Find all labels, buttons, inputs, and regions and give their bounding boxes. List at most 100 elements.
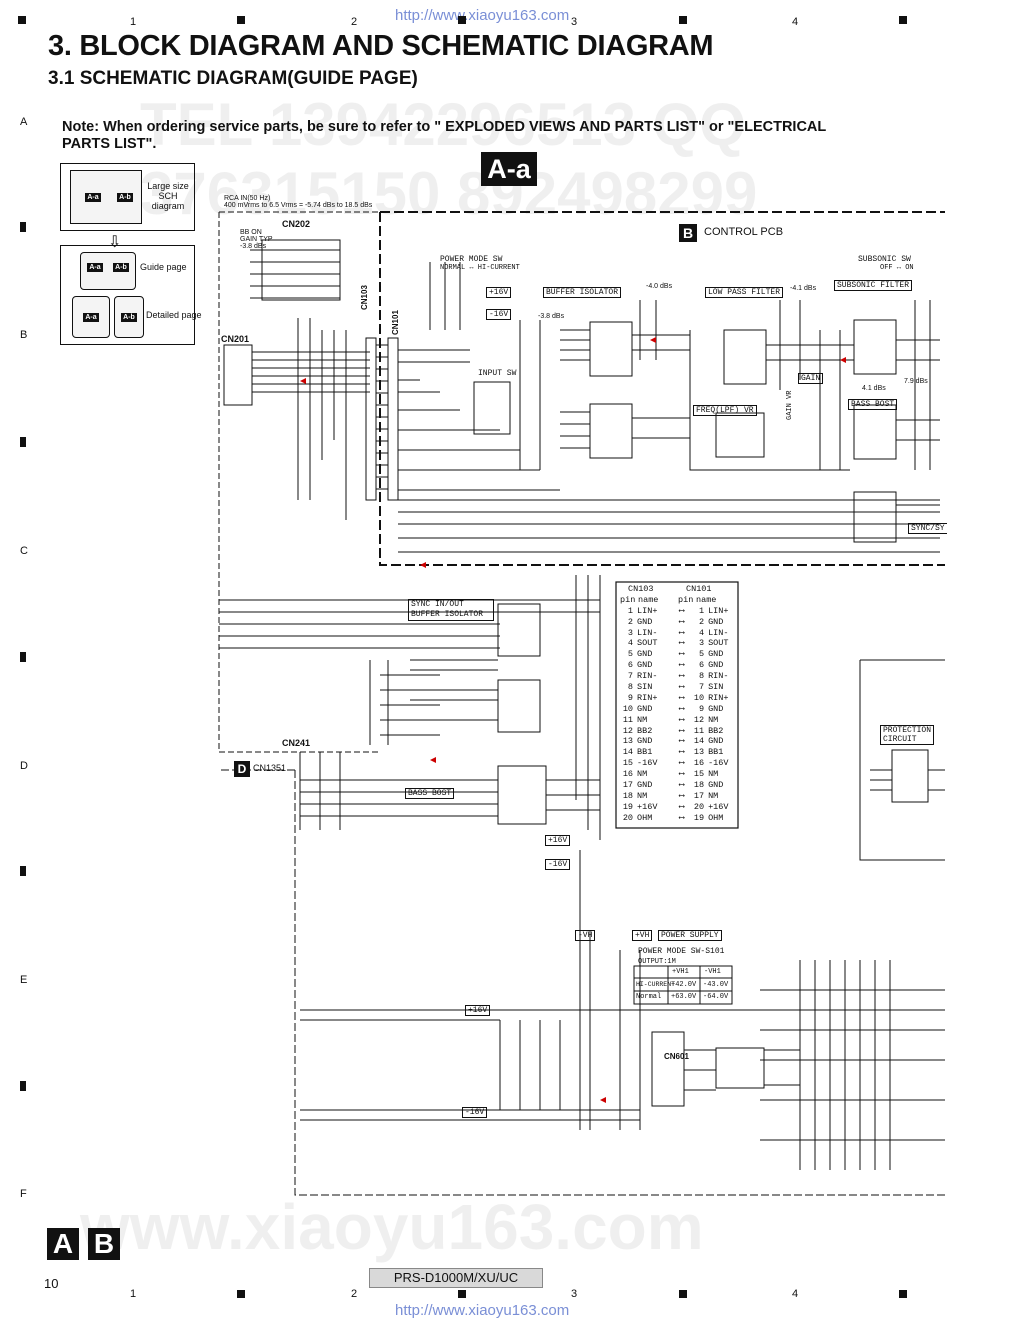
- bidirectional-arrow-icon: ⟷: [679, 703, 685, 714]
- pin-right-name: GND: [708, 780, 724, 791]
- model-number: PRS-D1000M/XU/UC: [369, 1268, 543, 1288]
- tick: [237, 1290, 245, 1298]
- pin-left-name: OHM: [637, 812, 653, 823]
- pin-right-name: BB2: [708, 725, 724, 736]
- tick: [679, 16, 687, 24]
- pin-right-number: 1: [698, 605, 705, 616]
- header-url[interactable]: http://www.xiaoyu163.com: [395, 7, 570, 24]
- pin-left-number: 7: [627, 671, 634, 682]
- col-4-top: 4: [792, 16, 799, 28]
- power-mode-sw-label: POWER MODE SW: [440, 255, 503, 264]
- pin-right-number: 12: [693, 714, 705, 725]
- sync-inout-block: SYNC IN/OUT BUFFER ISOLATOR: [408, 599, 494, 621]
- power-row-hi-mode: HI-CURRENT: [636, 981, 676, 988]
- control-pcb-label: CONTROL PCB: [704, 226, 784, 238]
- tick: [20, 866, 26, 876]
- rail-plus-vh: +VH: [632, 930, 653, 941]
- pin-left-name: RIN-: [637, 671, 658, 682]
- row-a: A: [20, 116, 28, 128]
- pin-right-number: 2: [698, 616, 705, 627]
- pin-right-name: SOUT: [708, 638, 729, 649]
- pin-right-name: SIN: [708, 682, 724, 693]
- bidirectional-arrow-icon: ⟷: [679, 736, 685, 747]
- pin-right-number: 13: [693, 747, 705, 758]
- tick: [458, 16, 466, 24]
- bidirectional-arrow-icon: ⟷: [679, 714, 685, 725]
- cn1351-label: CN1351: [253, 763, 287, 773]
- pin-right-name: LIN-: [708, 627, 729, 638]
- power-supply-label: POWER SUPPLY: [658, 930, 722, 941]
- power-mode-sw-sub: NORMAL ↔ HI-CURRENT: [440, 264, 520, 272]
- pin-right-name: GND: [708, 660, 724, 671]
- bidirectional-arrow-icon: ⟷: [679, 812, 685, 823]
- tick: [20, 437, 26, 447]
- col-4-bottom: 4: [792, 1288, 799, 1300]
- footer-badge-a: A: [47, 1228, 79, 1260]
- bidirectional-arrow-icon: ⟷: [679, 758, 685, 769]
- tick: [679, 1290, 687, 1298]
- tick: [458, 1290, 466, 1298]
- section-badge: A-a: [481, 152, 537, 186]
- power-table-output: OUTPUT:1M: [638, 958, 676, 966]
- pin-right-name: GND: [708, 616, 724, 627]
- rail-minus-vh: -VH: [575, 930, 596, 941]
- pin-left-name: LIN+: [637, 605, 658, 616]
- pin-left-number: 13: [622, 736, 634, 747]
- tick: [899, 1290, 907, 1298]
- pin-table-left-header: CN103: [628, 584, 654, 594]
- power-row-normal-pos: +63.0V: [671, 993, 697, 1001]
- col-2-bottom: 2: [351, 1288, 358, 1300]
- level-79: 7.9 dBs: [904, 378, 928, 385]
- footer-url[interactable]: http://www.xiaoyu163.com: [395, 1302, 570, 1319]
- col-3-top: 3: [571, 16, 578, 28]
- pin-left-name: GND: [637, 780, 653, 791]
- subsonic-sw-label: SUBSONIC SW: [858, 255, 911, 264]
- bidirectional-arrow-icon: ⟷: [679, 769, 685, 780]
- pin-left-name: NM: [637, 790, 648, 801]
- pin-right-name: LIN+: [708, 605, 729, 616]
- watermark-site: www.xiaoyu163.com: [80, 1191, 704, 1263]
- tile-a: A-a: [83, 313, 99, 322]
- power-row-normal-neg: -64.0V: [703, 993, 729, 1001]
- pin-right-number: 20: [693, 801, 705, 812]
- rca-note-1: RCA IN(50 Hz): [224, 195, 271, 202]
- col-name: name: [638, 594, 659, 605]
- pin-left-number: 8: [627, 682, 634, 693]
- pin-right-number: 16: [693, 758, 705, 769]
- pin-left-name: NM: [637, 769, 648, 780]
- col-1-top: 1: [130, 16, 137, 28]
- pin-right-number: 10: [693, 692, 705, 703]
- cn241-label: CN241: [282, 738, 311, 748]
- sync-inout-label: SYNC IN/OUT: [411, 600, 464, 609]
- tile-a: A-a: [87, 263, 103, 272]
- level-minus41: -4.1 dBs: [790, 285, 817, 292]
- pin-left-number: 15: [622, 758, 634, 769]
- cn202-label: CN202: [282, 219, 311, 229]
- pin-left-number: 11: [622, 714, 634, 725]
- gain-label: GAIN: [798, 373, 824, 384]
- protection-label: PROTECTION: [883, 726, 932, 735]
- buffer-isolator-label: BUFFER ISOLATOR: [543, 287, 622, 298]
- pin-right-number: 9: [698, 703, 705, 714]
- guide-large-sheet: A-a A-b: [70, 170, 142, 224]
- tile-b: A-b: [117, 193, 133, 202]
- guide-page-frame: [60, 245, 195, 345]
- pin-right-name: BB1: [708, 747, 724, 758]
- bidirectional-arrow-icon: ⟷: [679, 605, 685, 616]
- power-table-title: POWER MODE SW-S101: [638, 947, 725, 956]
- pin-table-row: 19+16V⟷20+16V: [620, 802, 736, 813]
- guide-book-icon: A-a A-b: [80, 252, 136, 290]
- bidirectional-arrow-icon: ⟷: [679, 725, 685, 736]
- bidirectional-arrow-icon: ⟷: [679, 616, 685, 627]
- pin-right-number: 19: [693, 812, 705, 823]
